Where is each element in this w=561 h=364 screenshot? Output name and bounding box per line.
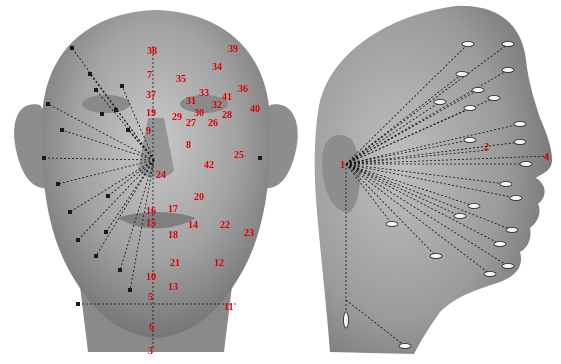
label-35: 35 [176,74,186,85]
label-5: 5 [148,292,153,303]
label-42: 42 [204,160,214,171]
label-41: 41 [222,92,232,103]
front-face-view [14,10,298,352]
label-36: 36 [238,84,248,95]
label-31: 31 [186,96,196,107]
label-37: 37 [146,90,156,101]
label-9: 9 [146,126,151,137]
label-32: 32 [212,100,222,111]
label-14: 14 [188,220,198,231]
label-11: 11 [224,302,233,313]
label-1: 1 [340,160,345,171]
label-24: 24 [156,170,166,181]
label-16: 16 [146,206,156,217]
label-23: 23 [244,228,254,239]
label-27: 27 [186,118,196,129]
label-6: 6 [149,322,154,333]
label-13: 13 [168,282,178,293]
label-38: 38 [147,46,157,57]
label-8: 8 [186,140,191,151]
label-34: 34 [212,62,222,73]
label-20: 20 [194,192,204,203]
label-3: 3 [148,346,153,357]
front-left-eye [82,95,130,113]
label-39: 39 [228,44,238,55]
label-12: 12 [214,258,224,269]
label-21: 21 [170,258,180,269]
label-19: 19 [146,108,156,119]
label-33: 33 [199,88,209,99]
label-18: 18 [168,230,178,241]
label-17: 17 [168,204,178,215]
label-2: 2 [484,142,489,153]
label-15: 15 [146,218,156,229]
label-29: 29 [172,112,182,123]
side-profile-view [315,6,552,354]
label-26: 26 [208,118,218,129]
label-28: 28 [222,110,232,121]
label-10: 10 [146,272,156,283]
label-4: 4 [544,152,549,163]
label-7: 7 [147,70,152,81]
label-22: 22 [220,220,230,231]
label-25: 25 [234,150,244,161]
label-40: 40 [250,104,260,115]
